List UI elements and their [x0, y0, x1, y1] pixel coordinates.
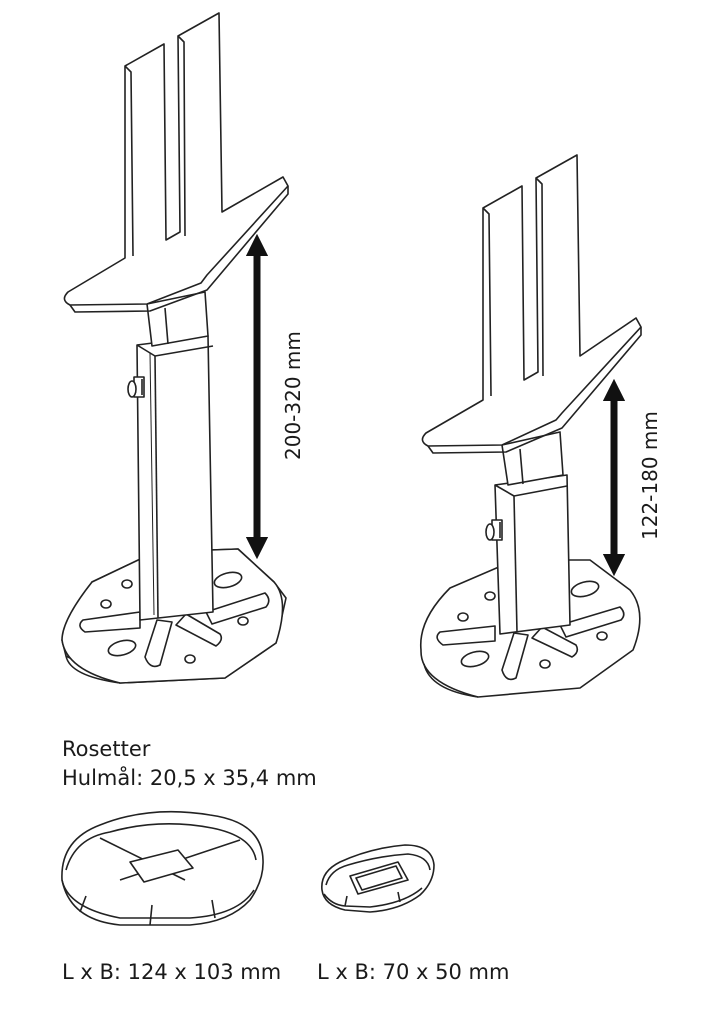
right-lock-screw: [485, 519, 503, 541]
right-outer-tube: [494, 474, 571, 635]
large-rosette-size: L x B: 124 x 103 mm: [62, 960, 282, 984]
small-rosette-size: L x B: 70 x 50 mm: [317, 960, 510, 984]
right-dimension-label: 122-180 mm: [638, 411, 662, 540]
left-hook-plate: [63, 12, 289, 313]
left-base-plate: [61, 548, 287, 684]
left-bracket: [61, 12, 289, 684]
rosetter-title: Rosetter: [62, 737, 151, 761]
right-hook-plate: [421, 154, 642, 454]
left-dimension-label: 200-320 mm: [281, 331, 305, 460]
small-rosette: [321, 844, 435, 913]
large-rosette: [61, 810, 264, 926]
left-inner-tube: [146, 291, 209, 347]
right-bracket: [419, 154, 642, 698]
left-outer-tube: [136, 335, 214, 621]
left-lock-screw: [127, 376, 145, 398]
hole-size-label: Hulmål: 20,5 x 35,4 mm: [62, 766, 317, 790]
